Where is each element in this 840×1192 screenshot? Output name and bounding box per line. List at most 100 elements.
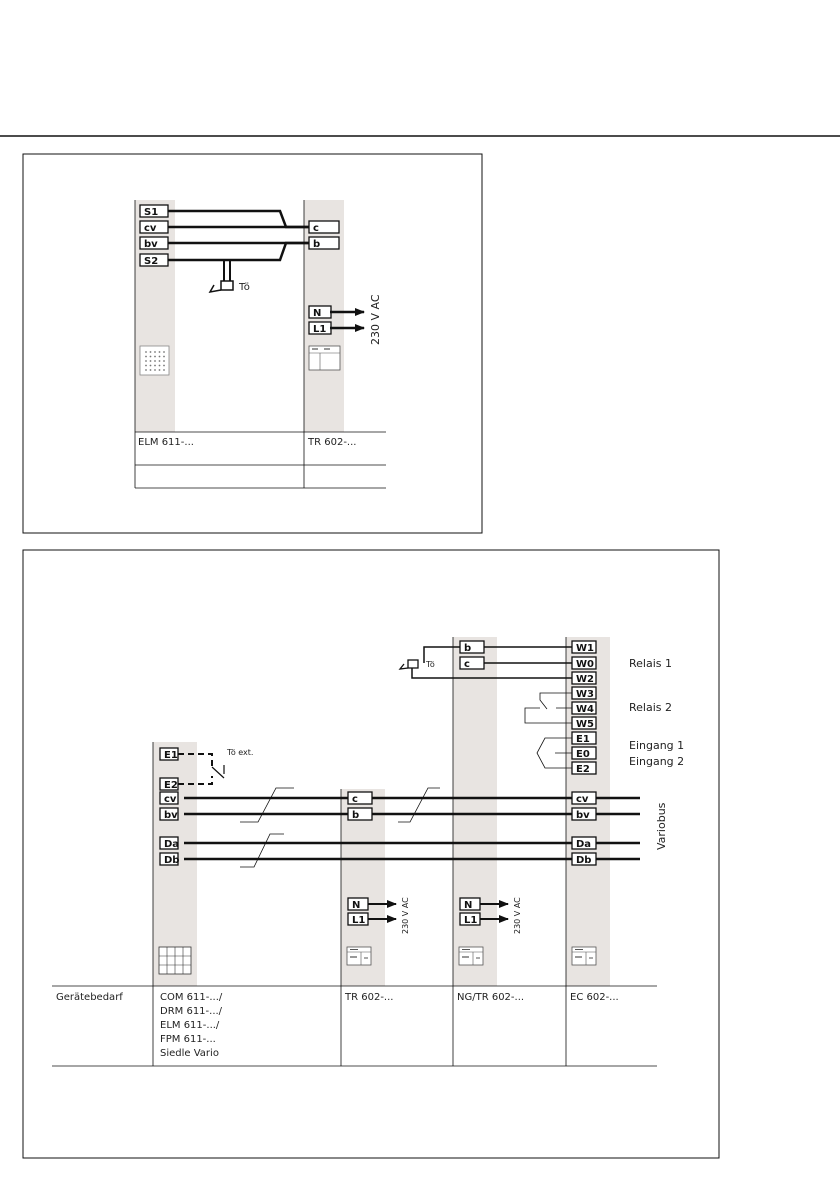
voltage-label-ngtr: 230 V AC bbox=[513, 897, 522, 934]
svg-text:bv: bv bbox=[164, 810, 178, 821]
button-label: Tö bbox=[238, 282, 250, 293]
device-name: ELM 611-.../ bbox=[160, 1020, 220, 1031]
relais-2-label: Relais 2 bbox=[629, 701, 672, 714]
svg-text:c: c bbox=[313, 223, 319, 234]
com-terminal-bv: bv bbox=[159, 807, 179, 821]
transformer-icon bbox=[308, 345, 341, 371]
speaker-module-icon bbox=[139, 345, 170, 376]
svg-text:N: N bbox=[464, 900, 472, 911]
terminal-n: N bbox=[308, 305, 332, 319]
diagram-2-frame bbox=[22, 549, 720, 1159]
ec-terminal-w0: W0 bbox=[571, 656, 597, 670]
ec-terminal-bv: bv bbox=[571, 807, 597, 821]
device-name: FPM 611-... bbox=[160, 1034, 216, 1045]
svg-text:S1: S1 bbox=[144, 207, 158, 218]
ec-terminal-w1: W1 bbox=[571, 640, 597, 654]
din-module-icon bbox=[571, 946, 597, 966]
power-terminal-l1: L1 bbox=[347, 912, 369, 926]
power-terminal-l1: L1 bbox=[459, 912, 481, 926]
ngtr-terminal-c: c bbox=[459, 656, 485, 670]
svg-text:L1: L1 bbox=[464, 915, 477, 926]
wire-s1-c bbox=[168, 209, 310, 229]
din-module-icon bbox=[458, 946, 484, 966]
variobus-label: Variobus bbox=[655, 802, 668, 850]
terminal-bv: bv bbox=[139, 236, 169, 250]
svg-text:W0: W0 bbox=[576, 659, 594, 670]
device-name: EC 602-... bbox=[570, 992, 619, 1003]
svg-text:W1: W1 bbox=[576, 643, 594, 654]
ec-terminal-w2: W2 bbox=[571, 671, 597, 685]
power-terminal-n: N bbox=[347, 897, 369, 911]
svg-text:c: c bbox=[464, 659, 470, 670]
wire-s2-b bbox=[168, 241, 310, 262]
svg-text:E2: E2 bbox=[576, 764, 590, 775]
device-requirements: COM 611-.../DRM 611-.../ELM 611-.../FPM … bbox=[160, 992, 619, 1059]
com-terminal-e1: E1 bbox=[159, 747, 179, 761]
svg-text:E2: E2 bbox=[164, 780, 178, 791]
tr-terminal-c: c bbox=[347, 791, 373, 805]
eingang-2-label: Eingang 2 bbox=[629, 755, 684, 768]
svg-text:Da: Da bbox=[576, 839, 591, 850]
terminal-s2: S2 bbox=[139, 253, 169, 267]
svg-text:cv: cv bbox=[164, 794, 177, 805]
svg-text:b: b bbox=[352, 810, 359, 821]
com-terminal-da: Da bbox=[159, 836, 179, 850]
com-terminal-cv: cv bbox=[159, 791, 179, 805]
ec-terminal-w5: W5 bbox=[571, 716, 597, 730]
diagram-1-frame bbox=[22, 153, 483, 534]
tr-bus-terminals: cb bbox=[308, 220, 340, 250]
ec-terminal-e1: E1 bbox=[571, 731, 597, 745]
wire-w2 bbox=[411, 668, 574, 679]
svg-text:L1: L1 bbox=[352, 915, 365, 926]
svg-text:E0: E0 bbox=[576, 749, 590, 760]
diagram-2: Tö ext. Tö 230 V AC 230 V AC E1E2cvbvDaD… bbox=[22, 549, 720, 1159]
ec-terminal-da: Da bbox=[571, 836, 597, 850]
svg-text:bv: bv bbox=[144, 239, 158, 250]
ext-button-label: Tö ext. bbox=[226, 748, 253, 757]
relais-2-contact bbox=[524, 692, 574, 724]
ngtr-device-column bbox=[453, 637, 497, 986]
din-module-icon bbox=[346, 946, 372, 966]
svg-text:N: N bbox=[352, 900, 360, 911]
door-button-tö-2 bbox=[398, 659, 419, 670]
tr-terminal-b: b bbox=[347, 807, 373, 821]
ec-terminal-e2: E2 bbox=[571, 761, 597, 775]
device-tr: TR 602-... bbox=[307, 437, 356, 448]
terminal-l1: L1 bbox=[308, 321, 332, 335]
ec-terminal-w4: W4 bbox=[571, 701, 597, 715]
tr-terminals-2: cb bbox=[347, 791, 373, 821]
device-name: TR 602-... bbox=[344, 992, 393, 1003]
ec-terminal-cv: cv bbox=[571, 791, 597, 805]
svg-text:W3: W3 bbox=[576, 689, 594, 700]
svg-text:Db: Db bbox=[576, 855, 591, 866]
device-name: Siedle Vario bbox=[160, 1048, 219, 1059]
device-name: NG/TR 602-... bbox=[457, 992, 524, 1003]
ec-terminal-e0: E0 bbox=[571, 746, 597, 760]
com-terminal-db: Db bbox=[159, 852, 179, 866]
svg-text:N: N bbox=[313, 308, 321, 319]
ngtr-terminal-b: b bbox=[459, 640, 485, 654]
voltage-label: 230 V AC bbox=[369, 294, 382, 345]
svg-text:L1: L1 bbox=[313, 324, 326, 335]
voltage-label-tr: 230 V AC bbox=[401, 897, 410, 934]
power-terminal-n: N bbox=[459, 897, 481, 911]
ec-terminal-w3: W3 bbox=[571, 686, 597, 700]
table-header: Gerätebedarf bbox=[56, 992, 123, 1003]
wire-b-w1 bbox=[423, 646, 574, 663]
svg-text:c: c bbox=[352, 794, 358, 805]
power-terminals-2: N L1 N L1 bbox=[347, 897, 481, 926]
input-connectors bbox=[536, 737, 574, 769]
com-terminal-e2: E2 bbox=[159, 777, 179, 791]
terminal-c: c bbox=[308, 220, 340, 234]
device-elm: ELM 611-... bbox=[138, 437, 194, 448]
svg-text:E1: E1 bbox=[576, 734, 590, 745]
svg-text:W4: W4 bbox=[576, 704, 594, 715]
terminal-cv: cv bbox=[139, 220, 169, 234]
device-name: DRM 611-.../ bbox=[160, 1006, 223, 1017]
button-label-2: Tö bbox=[425, 660, 435, 669]
